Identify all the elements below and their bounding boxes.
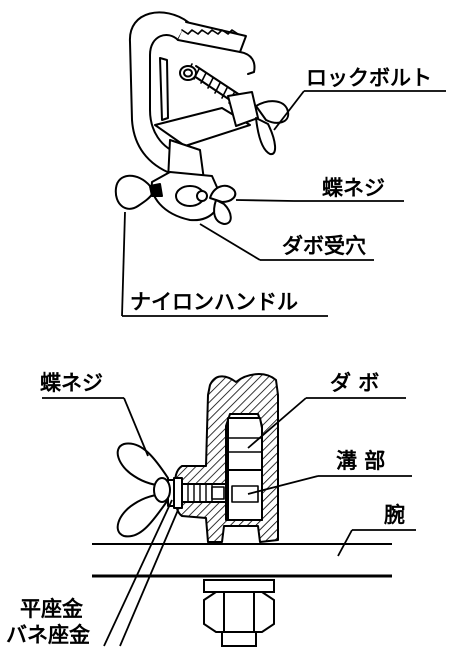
label-nylon-handle: ナイロンハンドル <box>130 290 298 314</box>
label-lock-bolt: ロックボルト <box>306 66 432 90</box>
lower-leaders <box>42 397 416 647</box>
label-dowel: ダ ボ <box>330 371 379 395</box>
label-groove: 溝 部 <box>336 449 385 473</box>
label-spring-washer: バネ座金 <box>6 623 91 647</box>
label-flat-washer: 平座金 <box>20 597 84 621</box>
label-arm: 腕 <box>384 503 405 527</box>
arm-plates <box>92 543 392 578</box>
label-dowel-hole: ダボ受穴 <box>282 234 366 258</box>
upper-leaders <box>121 90 446 317</box>
label-wing-screw-lower: 蝶ネジ <box>40 371 103 395</box>
hex-nut <box>203 579 275 647</box>
clamp-illustration <box>114 11 290 225</box>
section-illustration <box>116 373 279 543</box>
label-wing-screw-upper: 蝶ネジ <box>322 176 385 200</box>
